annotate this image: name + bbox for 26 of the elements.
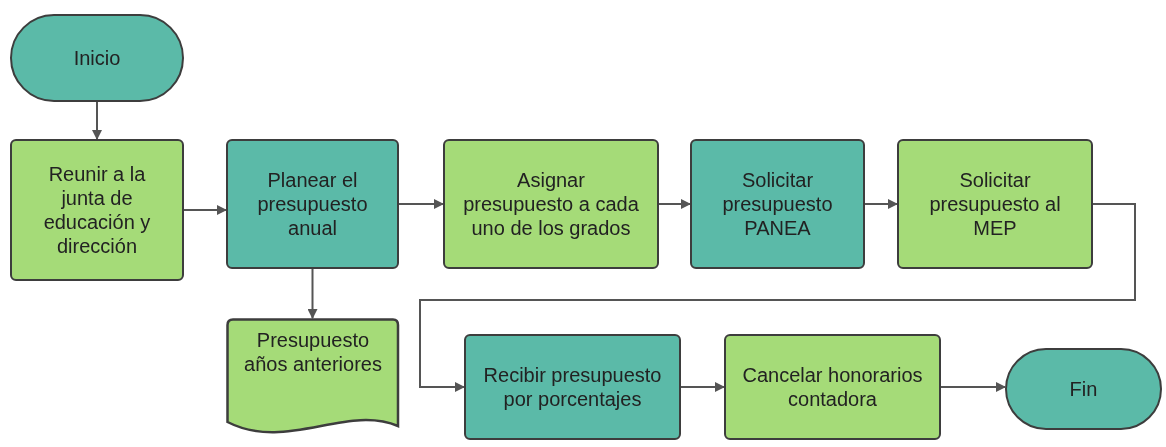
node-label: Reunir a la junta de educación y dirección	[42, 162, 152, 258]
arrow	[419, 203, 1136, 392]
node-label: Fin	[1068, 377, 1099, 401]
arrow	[864, 199, 898, 209]
node-label: Solicitar presupuesto PANEA	[721, 168, 834, 240]
arrow	[658, 199, 691, 209]
arrow	[398, 199, 444, 209]
node-label: Presupuesto años anteriores	[243, 328, 383, 376]
node-label: Asignar presupuesto a cada uno de los grados	[462, 168, 640, 240]
process-box	[897, 139, 1093, 269]
process-box	[464, 334, 681, 440]
process-box	[724, 334, 941, 440]
arrow	[940, 382, 1006, 392]
node-label: Inicio	[72, 46, 122, 70]
process-box	[443, 139, 659, 269]
node-label: Planear el presupuesto anual	[256, 168, 369, 240]
arrow	[183, 205, 227, 215]
node-label: Recibir presupuesto por porcentajes	[482, 363, 663, 411]
process-box	[10, 139, 184, 281]
node-label: Solicitar presupuesto al MEP	[928, 168, 1062, 240]
arrow	[307, 268, 318, 319]
process-box	[690, 139, 865, 269]
process-box	[226, 139, 399, 269]
arrow	[92, 101, 102, 140]
arrow	[680, 382, 725, 392]
node-label: Cancelar honorarios contadora	[741, 363, 924, 411]
